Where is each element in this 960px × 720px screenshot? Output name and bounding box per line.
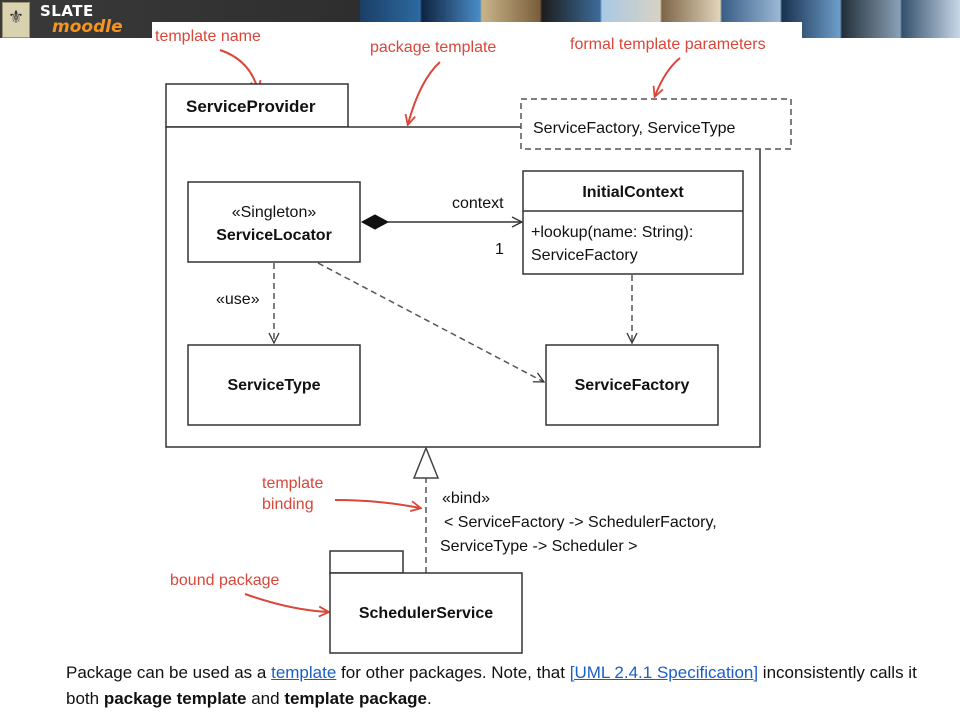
locator-factory-dependency-arrow — [317, 262, 544, 382]
annotation-arrow-formal-parameters — [655, 57, 681, 96]
annotation-template-name: template name — [155, 28, 261, 45]
caption-text-2: for other packages. Note, that — [336, 663, 570, 682]
bind-substitution-line1: < ServiceFactory -> SchedulerFactory, — [444, 514, 717, 531]
caption-text-3: inconsistently calls it both — [66, 663, 917, 708]
annotation-arrow-package-template — [408, 61, 441, 124]
service-type-name: ServiceType — [227, 377, 320, 394]
initial-context-operation-line1: +lookup(name: String): — [531, 224, 693, 241]
association-multiplicity: 1 — [495, 241, 504, 258]
annotation-arrow-bound-package — [244, 593, 328, 612]
initial-context-box — [522, 170, 744, 275]
template-parameters-text: ServiceFactory, ServiceType — [533, 120, 736, 137]
template-parameters-border — [520, 98, 792, 150]
template-parameters-box: ServiceFactory, ServiceType — [520, 98, 792, 150]
site-banner: ⚜ SLATE moodle — [0, 0, 960, 38]
logo-top-text: SLATE — [40, 2, 94, 20]
class-initial-context: InitialContext +lookup(name: String): Se… — [522, 170, 744, 275]
annotation-formal-parameters: formal template parameters — [570, 36, 766, 53]
annotation-template-binding-line1: template — [262, 475, 323, 492]
annotation-template-binding-line2: binding — [262, 496, 314, 513]
service-factory-name: ServiceFactory — [575, 377, 690, 394]
uml-diagram: template name package template formal te… — [155, 28, 792, 654]
composition-association: context 1 — [360, 195, 522, 258]
annotation-arrow-template-binding — [334, 499, 420, 508]
service-locator-stereotype: «Singleton» — [232, 204, 317, 221]
banner-white-strip — [152, 22, 802, 38]
template-binding: «bind» < ServiceFactory -> SchedulerFact… — [412, 445, 717, 573]
bound-package-name: SchedulerService — [359, 605, 493, 622]
annotation-package-template: package template — [370, 39, 496, 56]
initial-context-name: InitialContext — [582, 184, 684, 201]
caption-bold-package-template: package template — [103, 689, 247, 708]
annotation-bound-package: bound package — [170, 572, 280, 589]
bind-stereotype: «bind» — [442, 490, 490, 507]
service-locator-name: ServiceLocator — [216, 227, 332, 244]
logo-bottom-text: moodle — [52, 17, 123, 37]
slate-emblem-icon[interactable]: ⚜ — [2, 2, 30, 38]
bind-substitution-line2: ServiceType -> Scheduler > — [440, 538, 637, 555]
package-name: ServiceProvider — [186, 97, 316, 116]
bound-package-body — [329, 572, 523, 654]
association-role-label: context — [452, 195, 504, 212]
use-dependency-label: «use» — [216, 291, 260, 308]
service-locator-box — [187, 181, 361, 263]
caption-paragraph: Package can be used as a template for ot… — [66, 660, 946, 712]
service-factory-box — [545, 344, 719, 426]
caption-text-4: and — [246, 689, 285, 708]
site-logo[interactable]: SLATE moodle — [40, 0, 123, 38]
package-scheduler-service: SchedulerService — [329, 550, 523, 654]
class-service-locator: «Singleton» ServiceLocator — [187, 181, 361, 263]
uml-spec-link[interactable]: [UML 2.4.1 Specification] — [569, 663, 759, 682]
class-service-type: ServiceType — [187, 344, 361, 426]
class-service-factory: ServiceFactory — [545, 344, 719, 426]
package-tab — [165, 83, 349, 128]
service-type-box — [187, 344, 361, 426]
binding-hollow-arrowhead — [412, 445, 440, 479]
caption-bold-template-package: template package — [284, 689, 427, 708]
caption-text-5: . — [427, 689, 432, 708]
caption-text-1: Package can be used as a — [66, 663, 272, 682]
bound-package-tab — [329, 550, 404, 574]
composition-diamond — [360, 214, 390, 230]
initial-context-operation-line2: ServiceFactory — [531, 247, 638, 264]
template-link[interactable]: template — [271, 663, 337, 682]
